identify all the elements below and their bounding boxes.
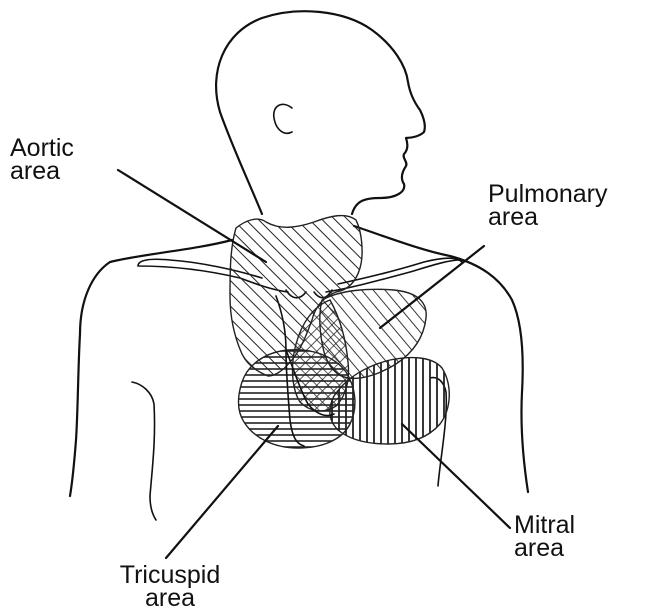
pulmonary-area-label: Pulmonary area	[488, 183, 608, 229]
tricuspid-area-label: Tricuspid area	[100, 564, 240, 610]
aortic-label-line2: area	[10, 160, 74, 183]
ear-outline	[274, 104, 292, 133]
pulmonary-leader	[380, 246, 484, 328]
mitral-leader	[402, 424, 510, 528]
left-torso-line	[150, 496, 156, 520]
aortic-area-label: Aortic area	[10, 137, 74, 183]
tricuspid-leader	[166, 426, 278, 558]
left-arm-inner-line	[132, 382, 155, 496]
tricuspid-label-line2: area	[100, 587, 240, 610]
mitral-area-label: Mitral area	[514, 514, 575, 560]
head-outline	[216, 11, 425, 214]
pulmonary-label-line2: area	[488, 206, 608, 229]
mitral-label-line2: area	[514, 537, 575, 560]
left-shoulder-outline	[70, 240, 232, 496]
